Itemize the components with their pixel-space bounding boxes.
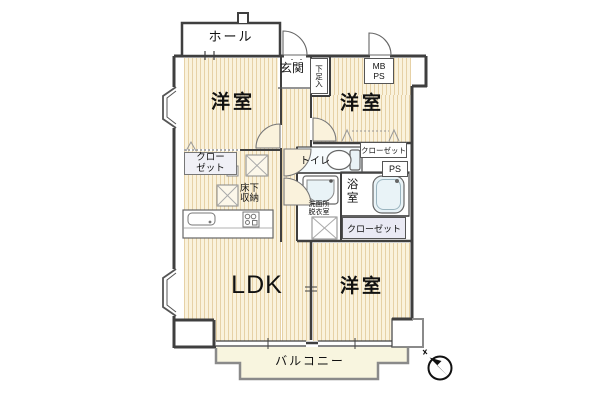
shoe-box-label: 下足入 bbox=[310, 58, 328, 94]
washroom-hatch-icon bbox=[311, 216, 338, 240]
closet-se-label: クローゼット bbox=[342, 217, 406, 239]
underfloor-hatch-icon bbox=[216, 184, 239, 207]
door-arc-icon bbox=[255, 30, 392, 206]
bath-label: 浴室 bbox=[345, 178, 358, 205]
balcony-floor-outer bbox=[240, 363, 378, 379]
closet-hanger-icon bbox=[185, 128, 400, 152]
toilet-icon bbox=[326, 149, 361, 171]
balcony-floor bbox=[216, 347, 408, 363]
ldk-kitchen-floor bbox=[184, 151, 281, 341]
kitchen-counter bbox=[182, 209, 274, 239]
underfloor-storage-label: 床下 収納 bbox=[240, 183, 260, 205]
north-compass-icon bbox=[422, 349, 453, 381]
balcony-label: バルコニー bbox=[275, 354, 345, 368]
bedroom-nw-label: 洋室 bbox=[210, 92, 255, 113]
corridor-floor-upper bbox=[282, 89, 310, 147]
bay-window-icon bbox=[162, 86, 177, 317]
washroom-label: 洗面所 脱衣室 bbox=[308, 201, 330, 217]
bathtub-icon bbox=[372, 175, 405, 214]
washbasin-icon bbox=[302, 175, 339, 205]
ps-label: PS bbox=[382, 161, 408, 177]
hall-label: ホール bbox=[208, 29, 254, 44]
stove-icon bbox=[242, 211, 260, 228]
bedroom-se-label: 洋室 bbox=[339, 276, 384, 297]
genkan-label: 玄関 bbox=[280, 61, 305, 75]
balcony-fence bbox=[214, 348, 410, 381]
closet-nw-label: クロー ゼット bbox=[184, 152, 237, 175]
closet-ne-label: クローゼット bbox=[360, 142, 407, 158]
mbps-label: MB PS bbox=[364, 58, 394, 84]
floor-hatch-icon bbox=[245, 154, 269, 177]
ldk-label: LDK bbox=[231, 271, 283, 299]
hall-outline bbox=[180, 12, 302, 60]
toilet-room bbox=[296, 146, 363, 174]
toilet-label: トイレ bbox=[300, 156, 330, 167]
balcony-window bbox=[216, 338, 392, 349]
bedroom-ne-label: 洋室 bbox=[339, 93, 384, 114]
kitchen-sink-icon bbox=[187, 212, 216, 226]
